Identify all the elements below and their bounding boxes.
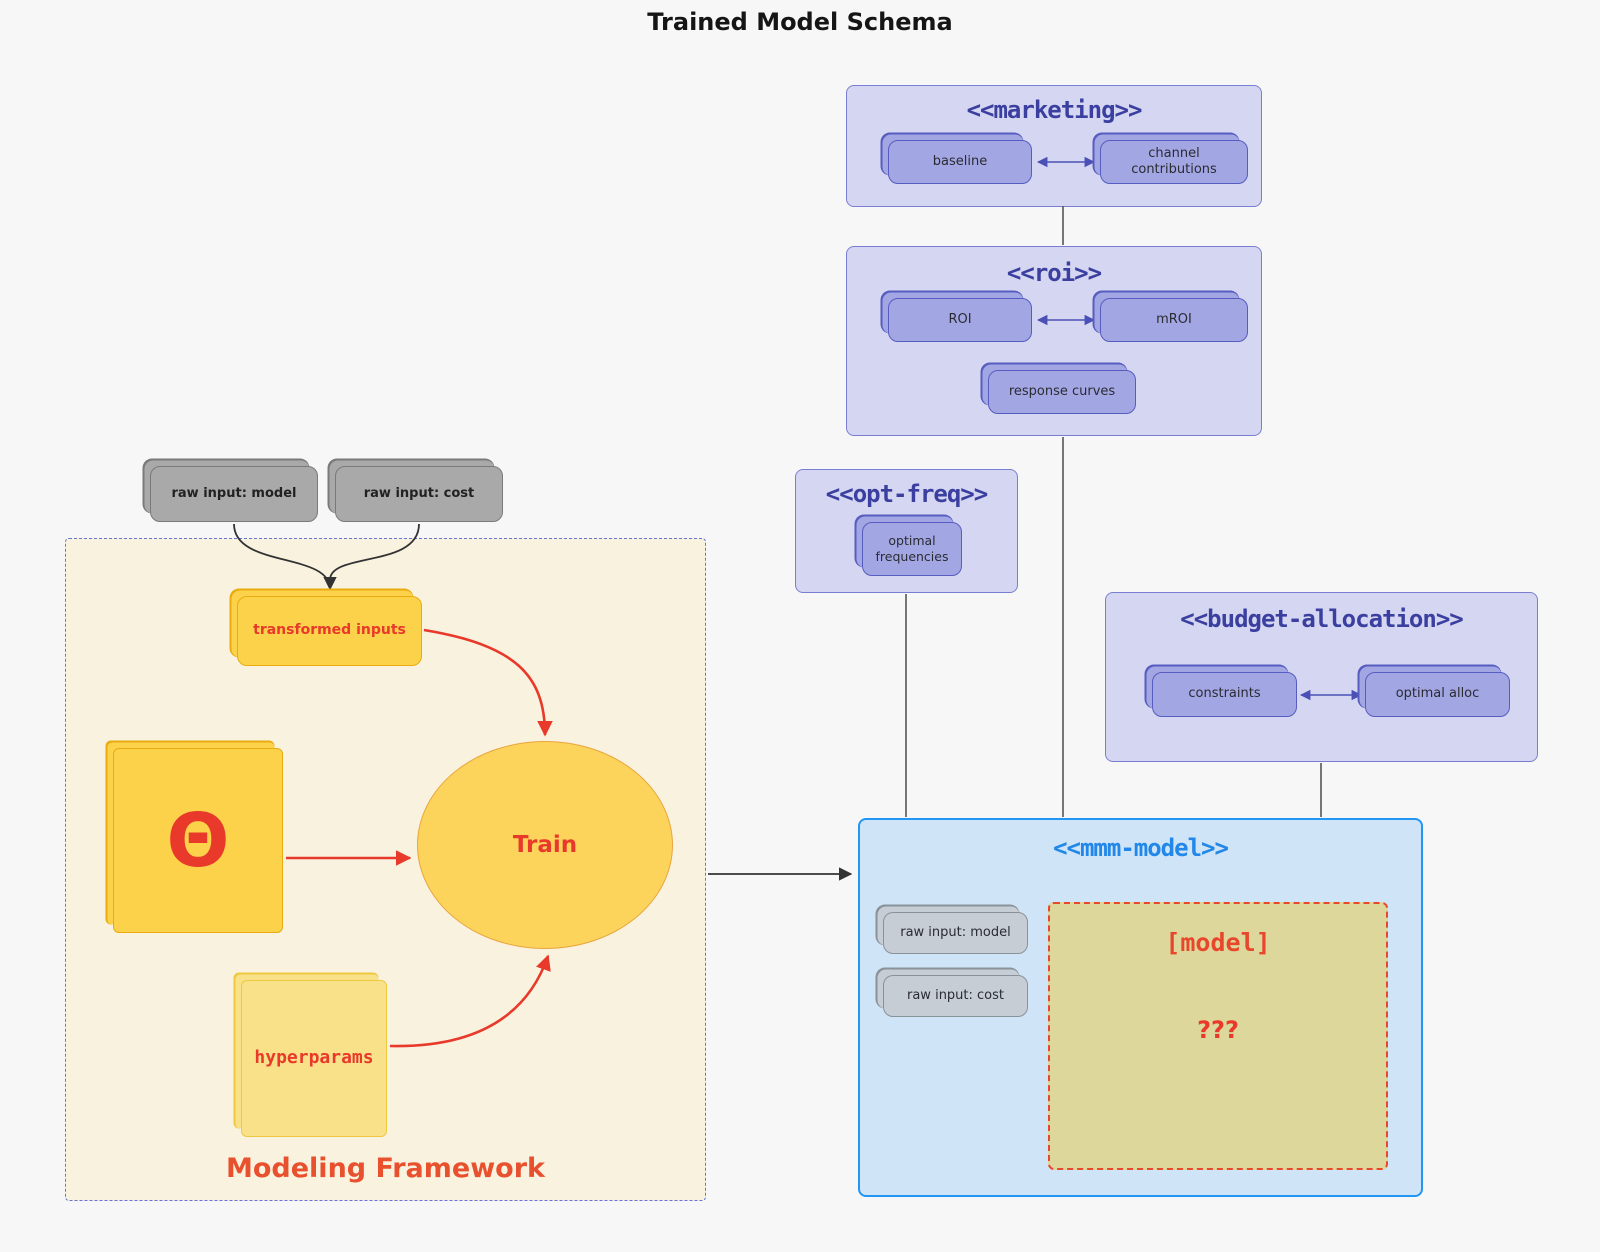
node-hyperparams: hyperparams: [241, 980, 387, 1137]
node-mroi: mROI: [1100, 298, 1248, 342]
cluster-mmm-model-title: <<mmm-model>>: [1053, 834, 1229, 862]
node-mmm-raw-input-model: raw input: model: [883, 912, 1028, 954]
model-unknown-text: ???: [1197, 1016, 1239, 1044]
cluster-roi-title: <<roi>>: [1006, 259, 1102, 287]
diagram-title: Trained Model Schema: [647, 8, 953, 36]
node-mmm-raw-input-cost: raw input: cost: [883, 975, 1028, 1017]
model-placeholder-box: [model] ???: [1048, 902, 1388, 1170]
model-placeholder-label: [model]: [1165, 928, 1271, 957]
node-roi: ROI: [888, 298, 1032, 342]
node-train: Train: [417, 741, 673, 949]
node-baseline: baseline: [888, 140, 1032, 184]
node-response-curves: response curves: [988, 370, 1136, 414]
modeling-framework-label: Modeling Framework: [226, 1153, 545, 1184]
cluster-budget-allocation-title: <<budget-allocation>>: [1180, 605, 1463, 633]
node-channel-contributions: channel contributions: [1100, 140, 1248, 184]
node-theta: Θ: [113, 748, 283, 933]
train-label: Train: [512, 832, 578, 858]
node-transformed-inputs: transformed inputs: [237, 596, 422, 666]
theta-symbol: Θ: [166, 797, 230, 884]
node-optimal-alloc: optimal alloc: [1365, 672, 1510, 717]
cluster-opt-freq-title: <<opt-freq>>: [825, 480, 988, 508]
node-raw-input-model: raw input: model: [150, 466, 318, 522]
cluster-marketing-title: <<marketing>>: [966, 96, 1143, 124]
node-optimal-frequencies: optimal frequencies: [862, 522, 962, 576]
node-constraints: constraints: [1152, 672, 1297, 717]
node-raw-input-cost: raw input: cost: [335, 466, 503, 522]
